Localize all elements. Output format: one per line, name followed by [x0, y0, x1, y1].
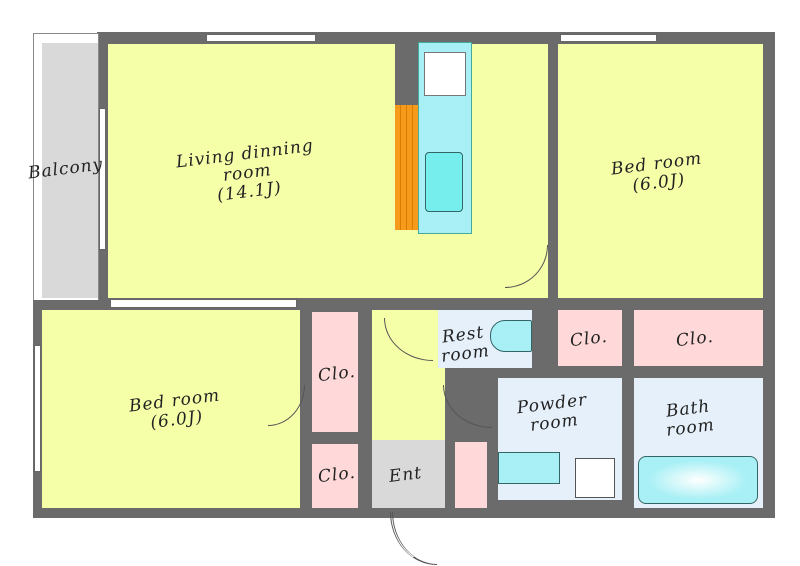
toilet-icon	[490, 320, 532, 352]
shoe-closet	[455, 442, 487, 508]
closet-mid	[558, 310, 622, 366]
closet-right	[634, 310, 763, 366]
window-bedroom-top	[560, 34, 657, 42]
bedroom-left	[42, 310, 300, 508]
front-door[interactable]	[390, 512, 437, 565]
closet-left-upper	[312, 312, 358, 432]
closet-left-lower	[312, 444, 358, 508]
balcony	[42, 43, 98, 298]
partition-living-bedroom	[110, 299, 297, 308]
entrance-label: Ent	[387, 463, 424, 487]
entrance	[372, 440, 445, 508]
washer-pan-icon	[575, 458, 615, 498]
kitchen-pillar	[395, 44, 418, 105]
window-living-top	[206, 34, 316, 42]
bedroom-right	[558, 44, 763, 298]
window-bedroom-left	[34, 345, 41, 472]
bathtub-icon	[638, 456, 758, 504]
washbasin-icon	[498, 452, 560, 484]
sink-icon	[425, 152, 463, 212]
bath-room-label: Bath room	[663, 396, 716, 440]
sliding-door-balcony	[99, 108, 106, 250]
stove-icon	[424, 52, 466, 96]
restroom-label: Rest room	[438, 323, 491, 367]
living-room	[108, 44, 548, 298]
